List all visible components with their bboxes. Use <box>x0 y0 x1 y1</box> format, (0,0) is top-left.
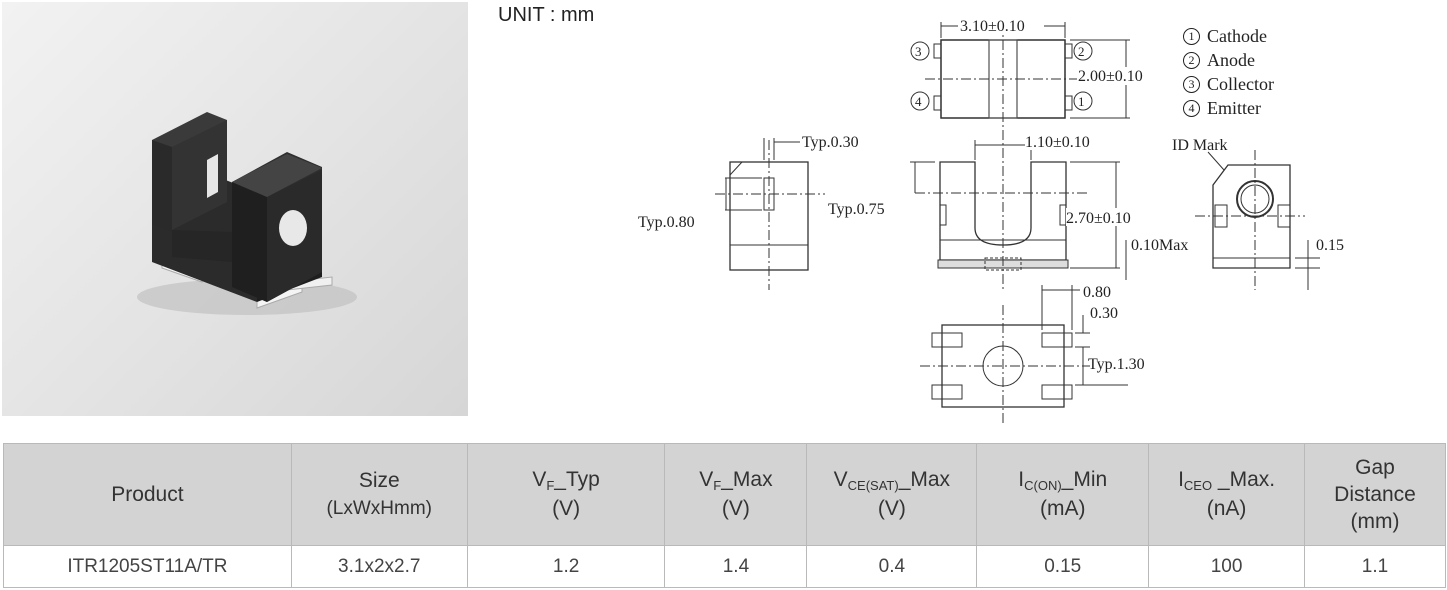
bottom-view <box>920 285 1128 425</box>
side-view-right <box>1195 150 1320 290</box>
cell-vf-typ: 1.2 <box>466 545 666 588</box>
legend-item: 2 Anode <box>1181 48 1274 72</box>
header-ic-on-min: IC(ON)_Min(mA) <box>976 443 1150 546</box>
cell-vf-max: 1.4 <box>664 545 808 588</box>
cell-vce-sat-max: 0.4 <box>806 545 978 588</box>
dimension-drawing: 3 2 4 1 3.10±0.10 2.00±0.10 Typ.0.30 Typ… <box>638 17 1344 425</box>
dim-gap: 1.10±0.10 <box>1025 134 1090 151</box>
dim-height: 2.70±0.10 <box>1066 210 1131 227</box>
dim-width: 3.10±0.10 <box>960 18 1025 35</box>
cell-iceo-max: 100 <box>1148 545 1306 588</box>
dim-max-010: 0.10Max <box>1131 237 1188 254</box>
table-header-row: Product Size(LxWxHmm) VF_Typ(V) VF_Max(V… <box>3 443 1446 546</box>
pin-number-badge: 1 <box>1183 27 1200 45</box>
header-vce-sat-max: VCE(SAT)_Max(V) <box>806 443 978 546</box>
top-view <box>910 22 1130 128</box>
product-photo <box>2 2 468 416</box>
dim-typ-030: Typ.0.30 <box>802 134 859 151</box>
dim-typ-075: Typ.0.75 <box>828 201 885 218</box>
cell-size: 3.1x2x2.7 <box>290 545 468 588</box>
legend-label: Cathode <box>1207 25 1267 46</box>
dim-typ-130: Typ.1.30 <box>1088 356 1145 373</box>
header-size: Size(LxWxHmm) <box>290 443 468 546</box>
legend-item: 4 Emitter <box>1181 96 1274 120</box>
legend-label: Anode <box>1207 49 1255 70</box>
legend-label: Emitter <box>1207 97 1261 118</box>
pin-bottom-left: 4 <box>915 94 922 109</box>
pin-legend: 1 Cathode 2 Anode 3 Collector 4 Emitter <box>1181 24 1274 120</box>
unit-label: UNIT : mm <box>498 4 595 26</box>
pin-top-right: 2 <box>1078 44 1085 59</box>
dim-015: 0.15 <box>1316 237 1344 254</box>
legend-item: 1 Cathode <box>1181 24 1274 48</box>
legend-item: 3 Collector <box>1181 72 1274 96</box>
dim-080: 0.80 <box>1083 284 1111 301</box>
dim-typ-080: Typ.0.80 <box>638 214 695 231</box>
dim-030: 0.30 <box>1090 305 1118 322</box>
pin-top-left: 3 <box>915 44 922 59</box>
dim-id-mark: ID Mark <box>1172 137 1228 154</box>
table-row: ITR1205ST11A/TR 3.1x2x2.7 1.2 1.4 0.4 0.… <box>3 545 1446 588</box>
dim-depth: 2.00±0.10 <box>1078 68 1143 85</box>
legend-label: Collector <box>1207 73 1274 94</box>
header-vf-typ: VF_Typ(V) <box>466 443 666 546</box>
pin-number-badge: 4 <box>1183 99 1200 117</box>
pin-number-badge: 3 <box>1183 75 1200 93</box>
cell-ic-on-min: 0.15 <box>976 545 1150 588</box>
header-iceo-max: ICEO _Max.(nA) <box>1148 443 1306 546</box>
spec-table: Product Size(LxWxHmm) VF_Typ(V) VF_Max(V… <box>3 443 1446 588</box>
header-vf-max: VF_Max(V) <box>664 443 808 546</box>
cell-product: ITR1205ST11A/TR <box>3 545 292 588</box>
cell-gap: 1.1 <box>1304 545 1446 588</box>
pin-number-badge: 2 <box>1183 51 1200 69</box>
pin-bottom-right: 1 <box>1078 94 1085 109</box>
side-view-left <box>715 138 825 290</box>
header-product: Product <box>3 443 292 546</box>
